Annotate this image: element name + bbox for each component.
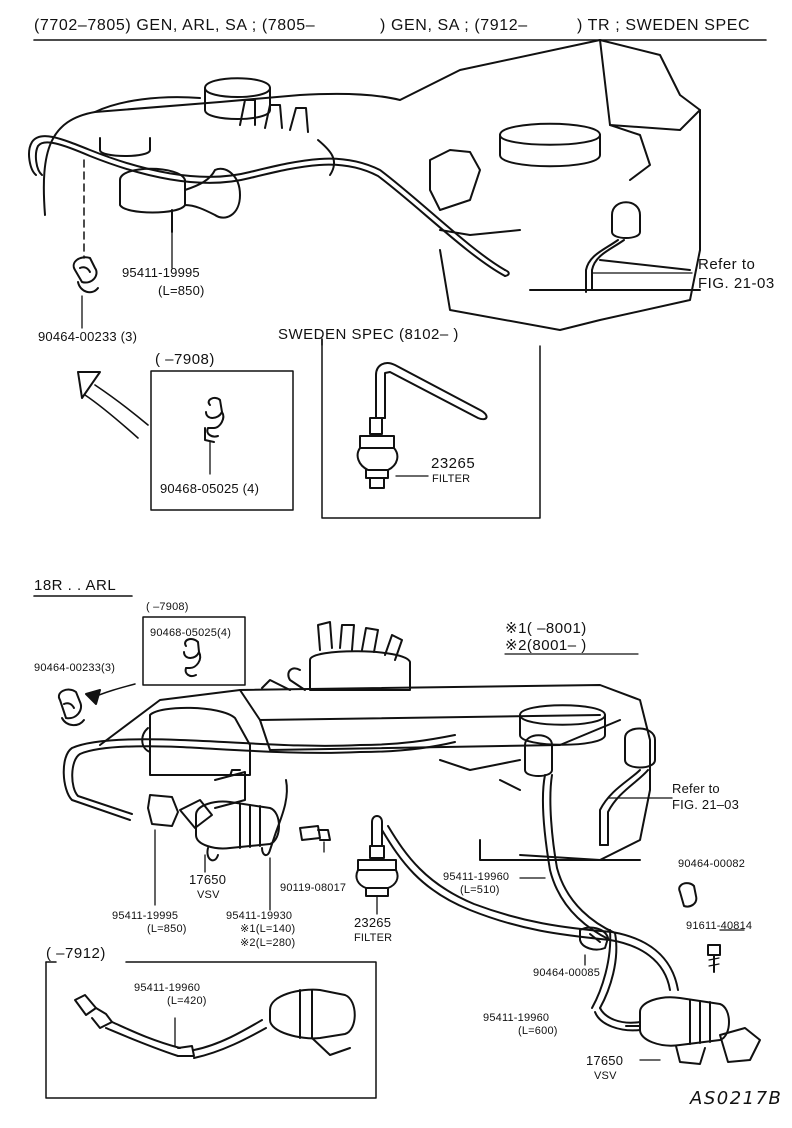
sweden-spec-box: [321, 338, 541, 519]
sweden-spec-title: SWEDEN SPEC (8102– ): [278, 326, 459, 343]
inset-7912-vsv: [269, 988, 356, 1056]
hose-95411-19960-510: [381, 774, 679, 991]
bottom-inset-clamp: 90468-05025(4): [150, 627, 232, 639]
hose850-length: (L=850): [147, 923, 187, 935]
hose600-length: (L=600): [518, 1025, 558, 1037]
sweden-filter-word: FILTER: [432, 473, 471, 485]
hose600-part: 95411-19960: [483, 1012, 550, 1024]
figure-code: AS0217B: [690, 1088, 783, 1109]
sweden-filter-part: 23265: [431, 455, 476, 472]
top-inset-range: ( –7908): [155, 351, 215, 368]
hose420-length: (L=420): [167, 995, 207, 1007]
top-inset-clamp-icon: [204, 396, 225, 443]
vsv-left-word: VSV: [197, 889, 220, 901]
top-hose-part: 95411-19995: [122, 265, 200, 280]
bolt-90119-08017: [299, 825, 331, 853]
hose510-part: 95411-19960: [443, 871, 510, 883]
hose930-length1: ※1(L=140): [240, 923, 296, 935]
top-hose-length: (L=850): [158, 283, 205, 298]
top-header-part3: ) TR ; SWEDEN SPEC: [577, 17, 751, 34]
top-inset-clamp-part: 90468-05025 (4): [160, 481, 260, 496]
vsv-right-part: 17650: [586, 1053, 624, 1068]
vsv-left-part: 17650: [189, 872, 227, 887]
hose850-part: 95411-19995: [112, 910, 179, 922]
top-header-part2: ) GEN, SA ; (7912–: [380, 17, 528, 34]
bottom-refer-line2: FIG. 21–03: [672, 797, 740, 812]
bottom-inset-range: ( –7908): [146, 601, 189, 613]
bottom-inset-box-7912: [45, 961, 377, 1099]
clamp-90464-00085: [579, 926, 609, 951]
hose-95411-19930: [261, 779, 288, 856]
note-1: ※1( –8001): [505, 620, 587, 637]
bottom-clamp-233: 90464-00233(3): [34, 662, 116, 674]
vsv-right-word: VSV: [594, 1070, 617, 1082]
clamp-082-label: 90464-00082: [678, 858, 746, 870]
bottom-refer-line1: Refer to: [672, 781, 720, 796]
bottom-inset-clamp-icon: [183, 638, 202, 678]
vsv-17650-left: [147, 769, 280, 862]
hose930-length2: ※2(L=280): [240, 937, 296, 949]
bottom-filter-word: FILTER: [354, 932, 393, 944]
bottom-clamp-90464-00233: [57, 688, 85, 726]
top-vacuum-hose: [28, 135, 510, 277]
top-inset-box-7908: [150, 370, 294, 511]
bottom-inset-box-7908: [142, 616, 246, 686]
top-clamp-part: 90464-00233 (3): [38, 329, 138, 344]
top-clamp-90464-00233: [72, 256, 99, 294]
bolt-611-label: 91611-40814: [686, 920, 753, 932]
top-engine-illustration: [42, 39, 701, 331]
bottom-filter-part: 23265: [354, 915, 392, 930]
hose510-length: (L=510): [460, 884, 500, 896]
clamp-085-label: 90464-00085: [533, 967, 601, 979]
vsv-17650-right: [594, 996, 761, 1065]
clamp-90464-00082: [678, 882, 698, 908]
hose930-part: 95411-19930: [226, 910, 293, 922]
bottom-vacuum-hose-850: [62, 734, 456, 906]
sweden-filter-23265: [356, 417, 399, 489]
top-header-part1: (7702–7805) GEN, ARL, SA ; (7805–: [34, 17, 316, 34]
bolt-91611-40814: [707, 944, 721, 973]
sweden-filter-hose: [375, 362, 488, 421]
top-direction-arrow: [77, 371, 149, 439]
inset-7912-range: ( –7912): [46, 945, 106, 962]
filter-23265-bottom: [355, 815, 399, 915]
inset-7912-filter-hose: [74, 994, 267, 1059]
note-2: ※2(8001– ): [505, 637, 587, 654]
top-refer-line1: Refer to: [698, 256, 756, 273]
top-refer-line2: FIG. 21-03: [698, 275, 775, 292]
bottom-engine-illustration: [99, 621, 673, 861]
bolt-90119-label: 90119-08017: [280, 882, 347, 894]
bottom-section-title: 18R . . ARL: [34, 577, 117, 594]
hose420-part: 95411-19960: [134, 982, 201, 994]
